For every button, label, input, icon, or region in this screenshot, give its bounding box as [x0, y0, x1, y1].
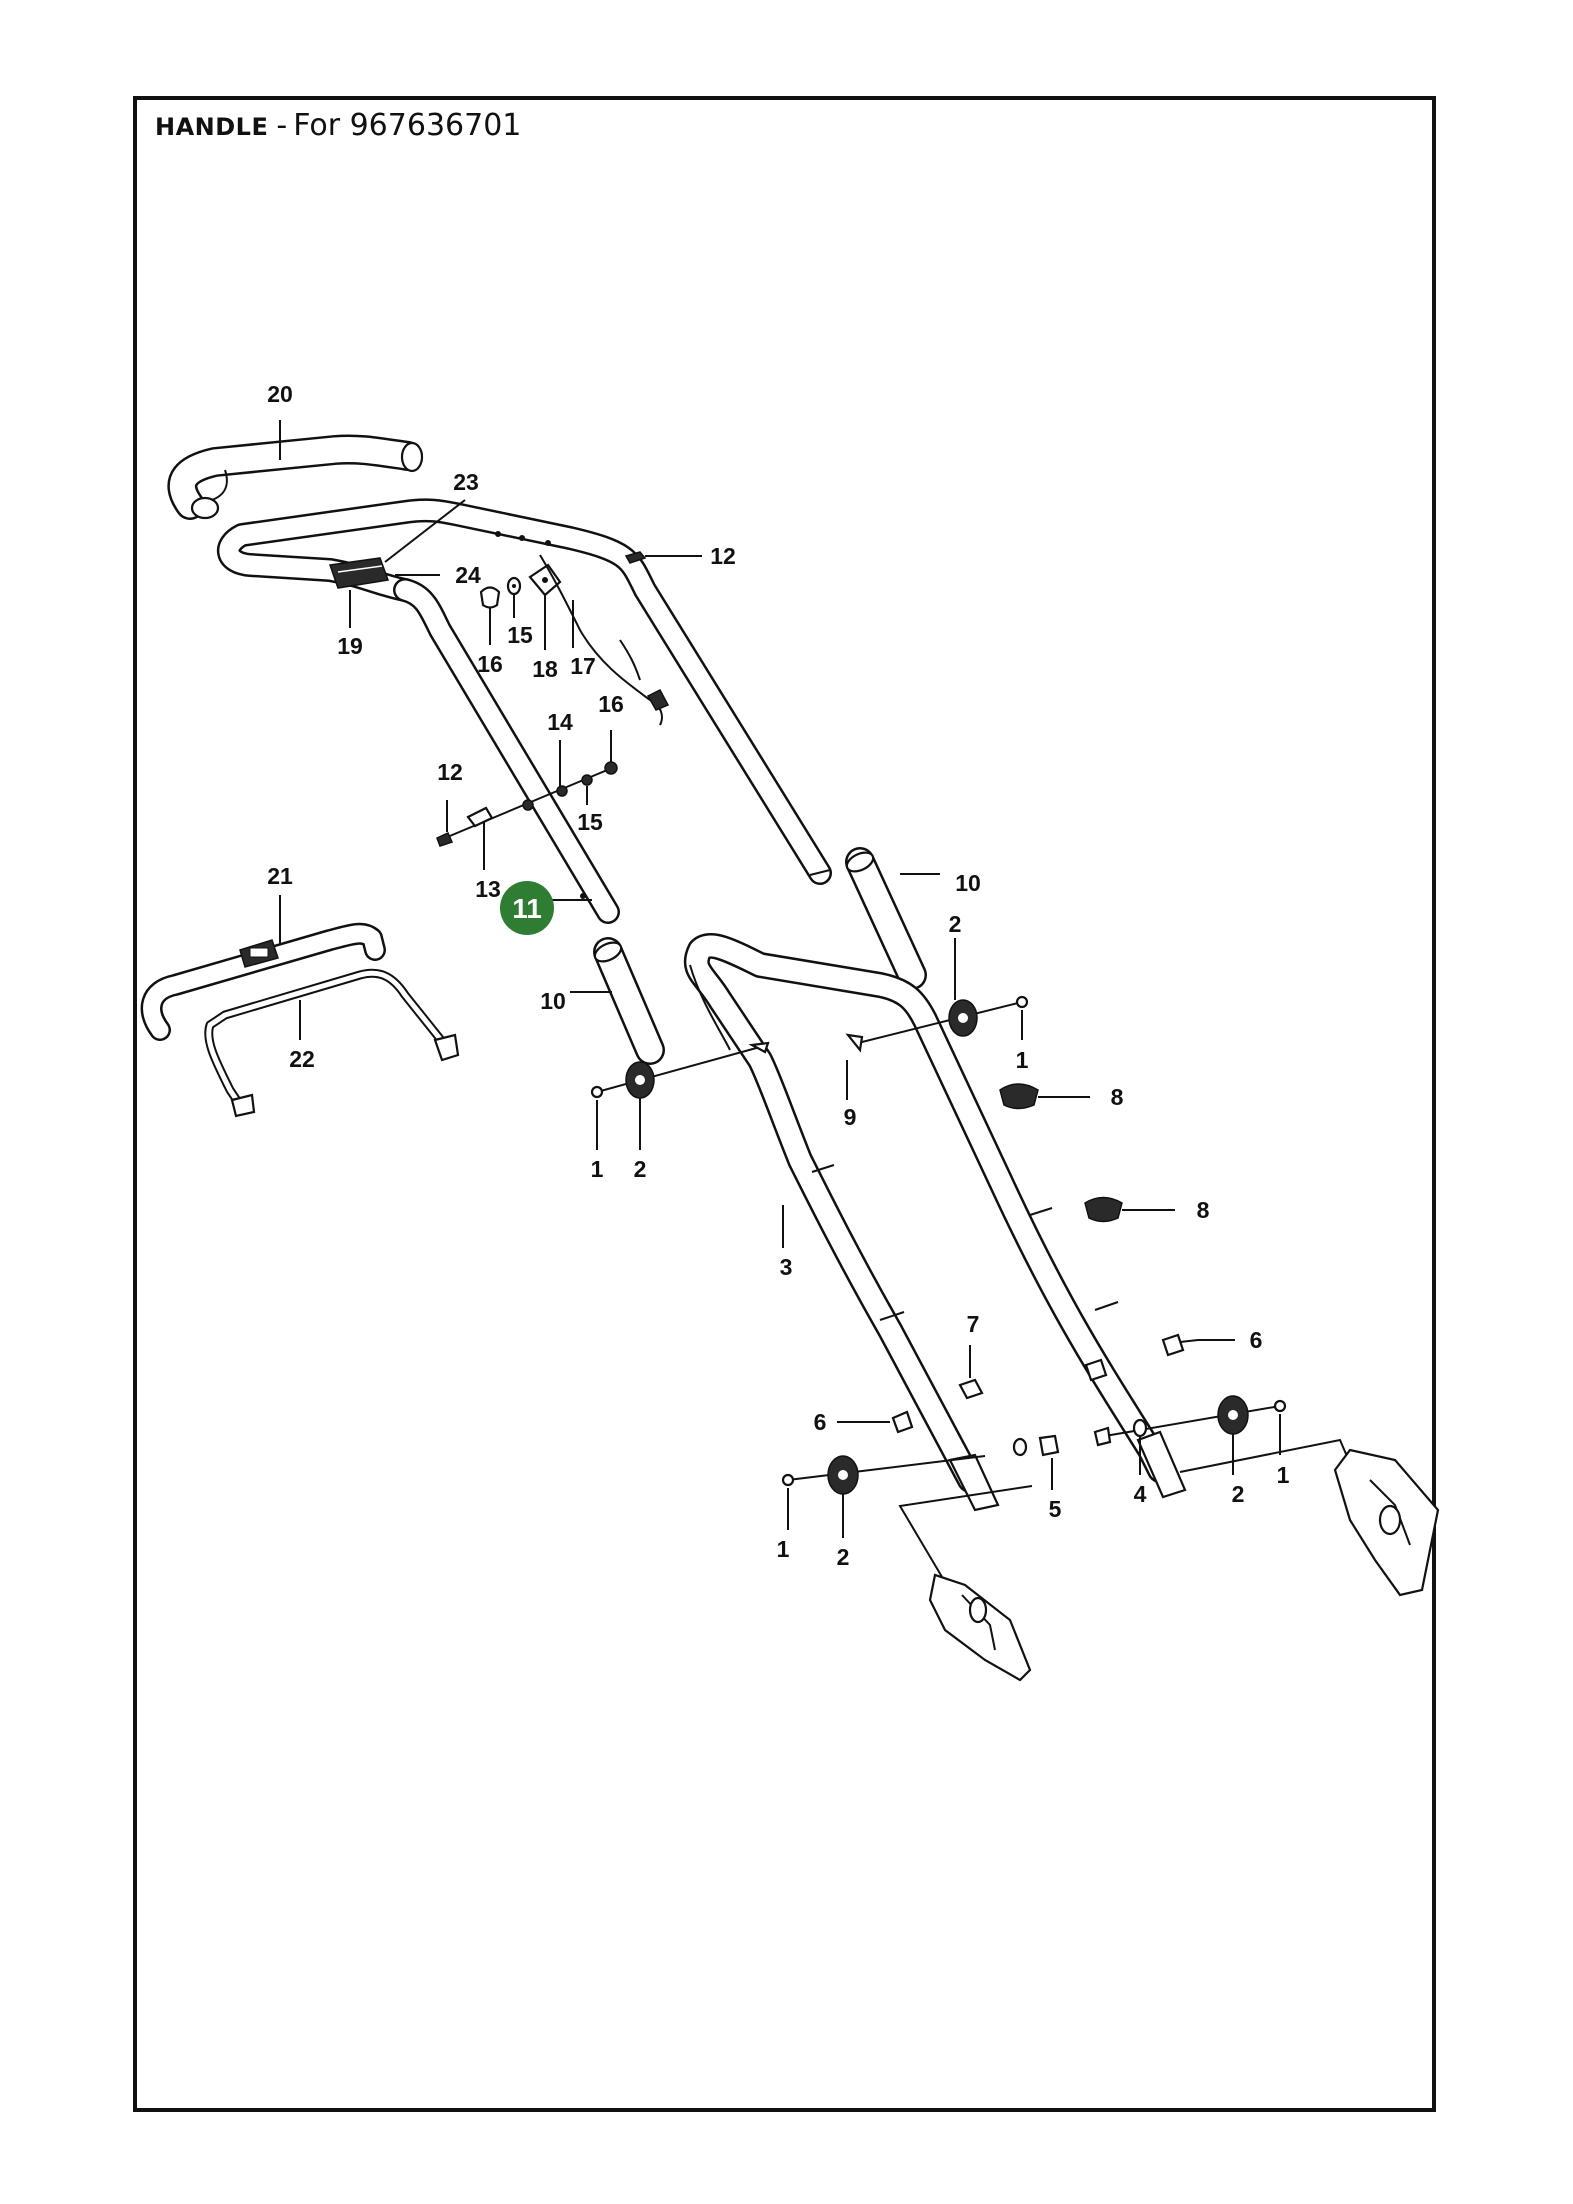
- callout-12-middle: 12: [437, 759, 463, 785]
- diagram-frame: [133, 96, 1436, 2112]
- part-7-nut: [958, 1378, 984, 1400]
- callout-19: 19: [337, 633, 363, 659]
- part-8-cable-clip-upper: [999, 1083, 1039, 1110]
- part-2-knob-upper-left: [590, 1041, 770, 1099]
- title-separator: -: [276, 108, 288, 143]
- part-12-13-14-15-16-middle-hardware: [436, 761, 618, 847]
- callout-15-upper: 15: [507, 622, 533, 648]
- title-model-number: For 967636701: [293, 108, 522, 143]
- callout-2-upper-left: 2: [634, 1156, 647, 1182]
- callout-9: 9: [844, 1104, 857, 1130]
- part-16-nut-upper: [479, 586, 501, 609]
- deck-mount-bracket-left: [898, 1485, 1033, 1682]
- leader-lines: [279, 420, 1281, 1538]
- part-hardware-nut-right: [1084, 1358, 1108, 1382]
- highlight-badge: [500, 881, 554, 935]
- callout-13: 13: [475, 876, 501, 902]
- callout-14: 14: [547, 709, 573, 735]
- callout-2-lower-right: 2: [1232, 1481, 1245, 1507]
- callout-1-upper-right: 1: [1016, 1047, 1029, 1073]
- callout-2-lower-left: 2: [837, 1544, 850, 1570]
- callout-21: 21: [267, 863, 293, 889]
- callout-12-upper: 12: [710, 543, 736, 569]
- part-21-bail-cover: [140, 922, 386, 1041]
- callout-16-upper: 16: [477, 651, 503, 677]
- highlight-callout-11[interactable]: 11: [500, 881, 554, 935]
- part-6-bolt-left: [891, 1410, 914, 1434]
- callout-7: 7: [967, 1311, 980, 1337]
- callout-4: 4: [1134, 1481, 1147, 1507]
- part-18-cable-bracket: [528, 563, 562, 597]
- callout-8-lower: 8: [1197, 1197, 1210, 1223]
- callout-23: 23: [453, 469, 479, 495]
- callout-5: 5: [1049, 1496, 1062, 1522]
- part-6-bolt-right: [1161, 1333, 1199, 1357]
- callout-3: 3: [780, 1254, 793, 1280]
- callout-17: 17: [570, 653, 596, 679]
- part-4-bolt-washer: [1093, 1418, 1148, 1447]
- page-title: HANDLE-For 967636701: [155, 108, 521, 143]
- callout-10-lower: 10: [540, 988, 566, 1014]
- callout-15-middle: 15: [577, 809, 603, 835]
- part-10-sleeve-upper: [845, 847, 927, 990]
- callout-1-upper-left: 1: [591, 1156, 604, 1182]
- callout-6-right: 6: [1250, 1327, 1263, 1353]
- part-10-sleeve-lower: [593, 937, 665, 1065]
- highlight-part-number: 11: [512, 893, 542, 924]
- callout-10-upper: 10: [955, 870, 981, 896]
- part-12-screw-upper: [624, 551, 647, 564]
- part-2-knob-lower-left: [781, 1455, 986, 1495]
- callout-18: 18: [532, 656, 558, 682]
- part-17-control-cable: [539, 554, 670, 726]
- title-part-name: HANDLE: [155, 113, 269, 141]
- part-24-cable-clip: [328, 557, 390, 589]
- callout-6-left: 6: [814, 1409, 827, 1435]
- part-3-lower-handle: [683, 933, 1187, 1512]
- part-22-bail-wire: [204, 968, 460, 1118]
- part-2-knob-upper-right: [845, 995, 1029, 1053]
- callout-8-upper: 8: [1111, 1084, 1124, 1110]
- callout-16-middle: 16: [598, 691, 624, 717]
- part-20-handle-grip: [167, 434, 424, 520]
- callout-1-lower-right: 1: [1277, 1462, 1290, 1488]
- part-19-upper-handle: [217, 498, 832, 924]
- part-8-cable-clip-lower: [1084, 1196, 1123, 1223]
- callout-20: 20: [267, 381, 293, 407]
- deck-mount-bracket-right: [1179, 1438, 1440, 1597]
- callout-2-upper-right: 2: [949, 911, 962, 937]
- part-15-washer-upper: [506, 576, 522, 596]
- callout-1-lower-left: 1: [777, 1536, 790, 1562]
- callout-24: 24: [455, 562, 481, 588]
- callout-labels: 20 23 24 12 19 16 15 18 17 14 16 12 15 1…: [267, 381, 1289, 1570]
- part-5-bolt-washer: [1012, 1434, 1060, 1457]
- callout-22: 22: [289, 1046, 315, 1072]
